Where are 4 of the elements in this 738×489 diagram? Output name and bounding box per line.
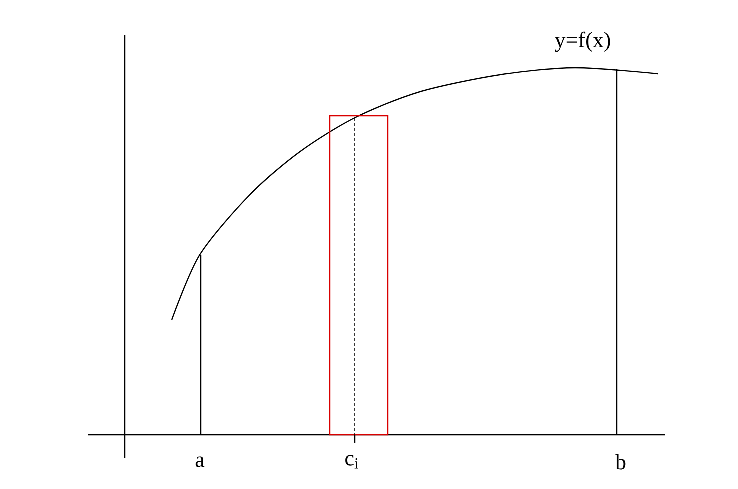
axis-label: c$_{i}$	[346, 455, 358, 469]
axis-label: b	[616, 454, 626, 470]
axis-label: a	[196, 456, 205, 468]
axis-label: y=f(x)	[555, 32, 610, 52]
